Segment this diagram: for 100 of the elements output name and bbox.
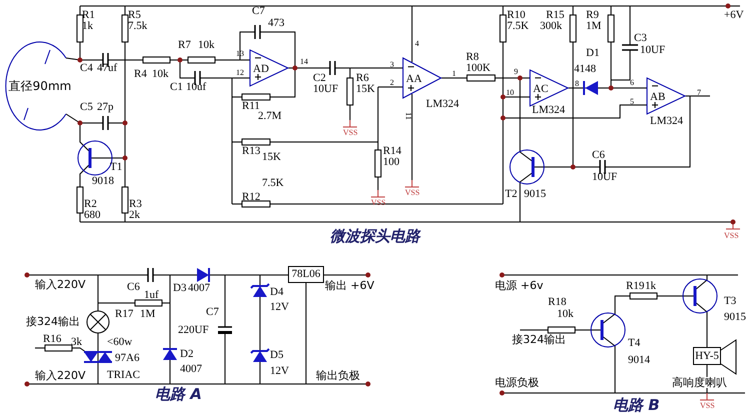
pin-number: 8 bbox=[575, 80, 579, 88]
component-label: 100K bbox=[466, 63, 490, 74]
component-label: 1M bbox=[586, 21, 602, 32]
component-label: 10k bbox=[152, 69, 168, 80]
component-label: R16 bbox=[43, 334, 62, 345]
pin-number: 2 bbox=[390, 79, 394, 87]
part-number: 78L06 bbox=[292, 269, 320, 280]
component-label: 300k bbox=[540, 21, 562, 32]
component-label: R11 bbox=[242, 101, 260, 112]
ground-label: VSS bbox=[724, 232, 739, 240]
component-label: 12V bbox=[270, 302, 289, 313]
component-label: R15 bbox=[546, 10, 564, 21]
component-label: R6 bbox=[356, 73, 369, 84]
component-label: +6V bbox=[724, 10, 744, 21]
component-label: 12V bbox=[270, 366, 289, 377]
terminal-label: 接324输出 bbox=[512, 334, 566, 345]
op-amp-label: AB bbox=[649, 92, 666, 102]
component-label: 4148 bbox=[574, 64, 596, 75]
component-label: 1k bbox=[645, 281, 656, 292]
component-label: 2.7M bbox=[258, 111, 282, 122]
section-title: 电路 B bbox=[613, 398, 660, 413]
component-label: 9018 bbox=[92, 176, 114, 187]
component-label: R2 bbox=[84, 199, 97, 210]
component-label: 100 bbox=[383, 157, 400, 168]
component-label: T1 bbox=[110, 162, 122, 173]
component-label: R14 bbox=[383, 146, 402, 157]
component-label: 9015 bbox=[524, 189, 546, 200]
op-amp-label: AA bbox=[405, 74, 422, 84]
component-label: 47uf bbox=[97, 63, 118, 74]
component-label: C6 bbox=[127, 282, 140, 293]
component-label: 680 bbox=[84, 210, 100, 221]
pin-number: 6 bbox=[630, 79, 634, 87]
terminal-label: 输入220V bbox=[35, 370, 86, 381]
component-label: TRIAC bbox=[107, 370, 140, 381]
component-label: D4 bbox=[270, 287, 284, 298]
component-label: R19 bbox=[626, 281, 644, 292]
part-number: HY-5 bbox=[695, 350, 719, 362]
pin-number: 14 bbox=[300, 58, 308, 66]
component-label: 473 bbox=[268, 18, 284, 29]
component-label: 1M bbox=[140, 309, 156, 320]
component-label: T2 bbox=[505, 189, 518, 200]
op-amp-label: AD bbox=[252, 64, 269, 74]
component-label: R4 bbox=[134, 69, 147, 80]
component-label: 10UF bbox=[592, 172, 618, 183]
component-label: R9 bbox=[586, 10, 599, 21]
part-number: LM324 bbox=[650, 116, 683, 127]
section-title: 微波探头电路 bbox=[330, 229, 420, 244]
component-label: C3 bbox=[634, 33, 647, 44]
component-label: 9015 bbox=[724, 312, 746, 323]
component-label: D1 bbox=[586, 48, 600, 59]
component-label: C5 bbox=[80, 102, 93, 113]
component-label: 4007 bbox=[180, 364, 202, 375]
component-label: 15K bbox=[356, 84, 375, 95]
component-label: C4 bbox=[80, 63, 93, 74]
component-label: 3k bbox=[71, 337, 82, 348]
pin-number: 1 bbox=[452, 70, 456, 78]
component-label: D5 bbox=[270, 350, 284, 361]
component-label: R10 bbox=[507, 10, 526, 21]
component-label: <60w bbox=[107, 337, 132, 348]
component-label: 10k bbox=[198, 40, 214, 51]
terminal-label: 输出负极 bbox=[316, 370, 360, 381]
ground-label: VSS bbox=[343, 129, 358, 137]
component-label: 7.5k bbox=[128, 21, 148, 32]
pin-number: 4 bbox=[415, 40, 419, 48]
component-box bbox=[288, 266, 324, 283]
component-label: R18 bbox=[548, 297, 566, 308]
component-label: C7 bbox=[206, 307, 219, 318]
op-amp-label: AC bbox=[532, 84, 548, 94]
pin-number: 12 bbox=[236, 69, 244, 77]
dimension-text: 直径90mm bbox=[8, 80, 72, 92]
ground-label: VSS bbox=[405, 189, 420, 197]
terminal-label: 电源 +6v bbox=[495, 280, 544, 291]
component-label: 10uf bbox=[186, 82, 206, 93]
component-label: R8 bbox=[466, 52, 479, 63]
part-number: LM324 bbox=[532, 105, 565, 116]
component-label: T3 bbox=[724, 296, 736, 307]
terminal-label: 输入220V bbox=[35, 279, 86, 290]
component-label: C1 bbox=[170, 82, 183, 93]
pin-number: 9 bbox=[514, 68, 518, 76]
component-label: 1uf bbox=[144, 290, 159, 301]
pin-number: 11 bbox=[404, 112, 412, 120]
component-label: 15K bbox=[262, 152, 281, 163]
pin-number: 7 bbox=[697, 89, 701, 97]
component-label: 10UF bbox=[640, 45, 666, 56]
component-label: 7.5K bbox=[507, 21, 529, 32]
component-label: R17 bbox=[115, 309, 134, 320]
section-title: 电路 A bbox=[155, 387, 202, 402]
component-label: 4007 bbox=[188, 283, 210, 294]
component-label: D2 bbox=[180, 349, 194, 360]
component-label: 9014 bbox=[628, 355, 650, 366]
terminal-label: 接324输出 bbox=[26, 316, 80, 327]
component-label: R13 bbox=[242, 146, 260, 157]
ground-label: VSS bbox=[700, 402, 715, 410]
component-label: 10UF bbox=[313, 84, 338, 95]
component-label: T4 bbox=[628, 338, 640, 349]
component-label: 1k bbox=[82, 21, 93, 32]
terminal-label: 高响度喇叭 bbox=[672, 377, 727, 388]
component-label: R7 bbox=[178, 40, 191, 51]
component-label: D3 bbox=[173, 283, 186, 294]
component-label: 7.5K bbox=[262, 178, 284, 189]
